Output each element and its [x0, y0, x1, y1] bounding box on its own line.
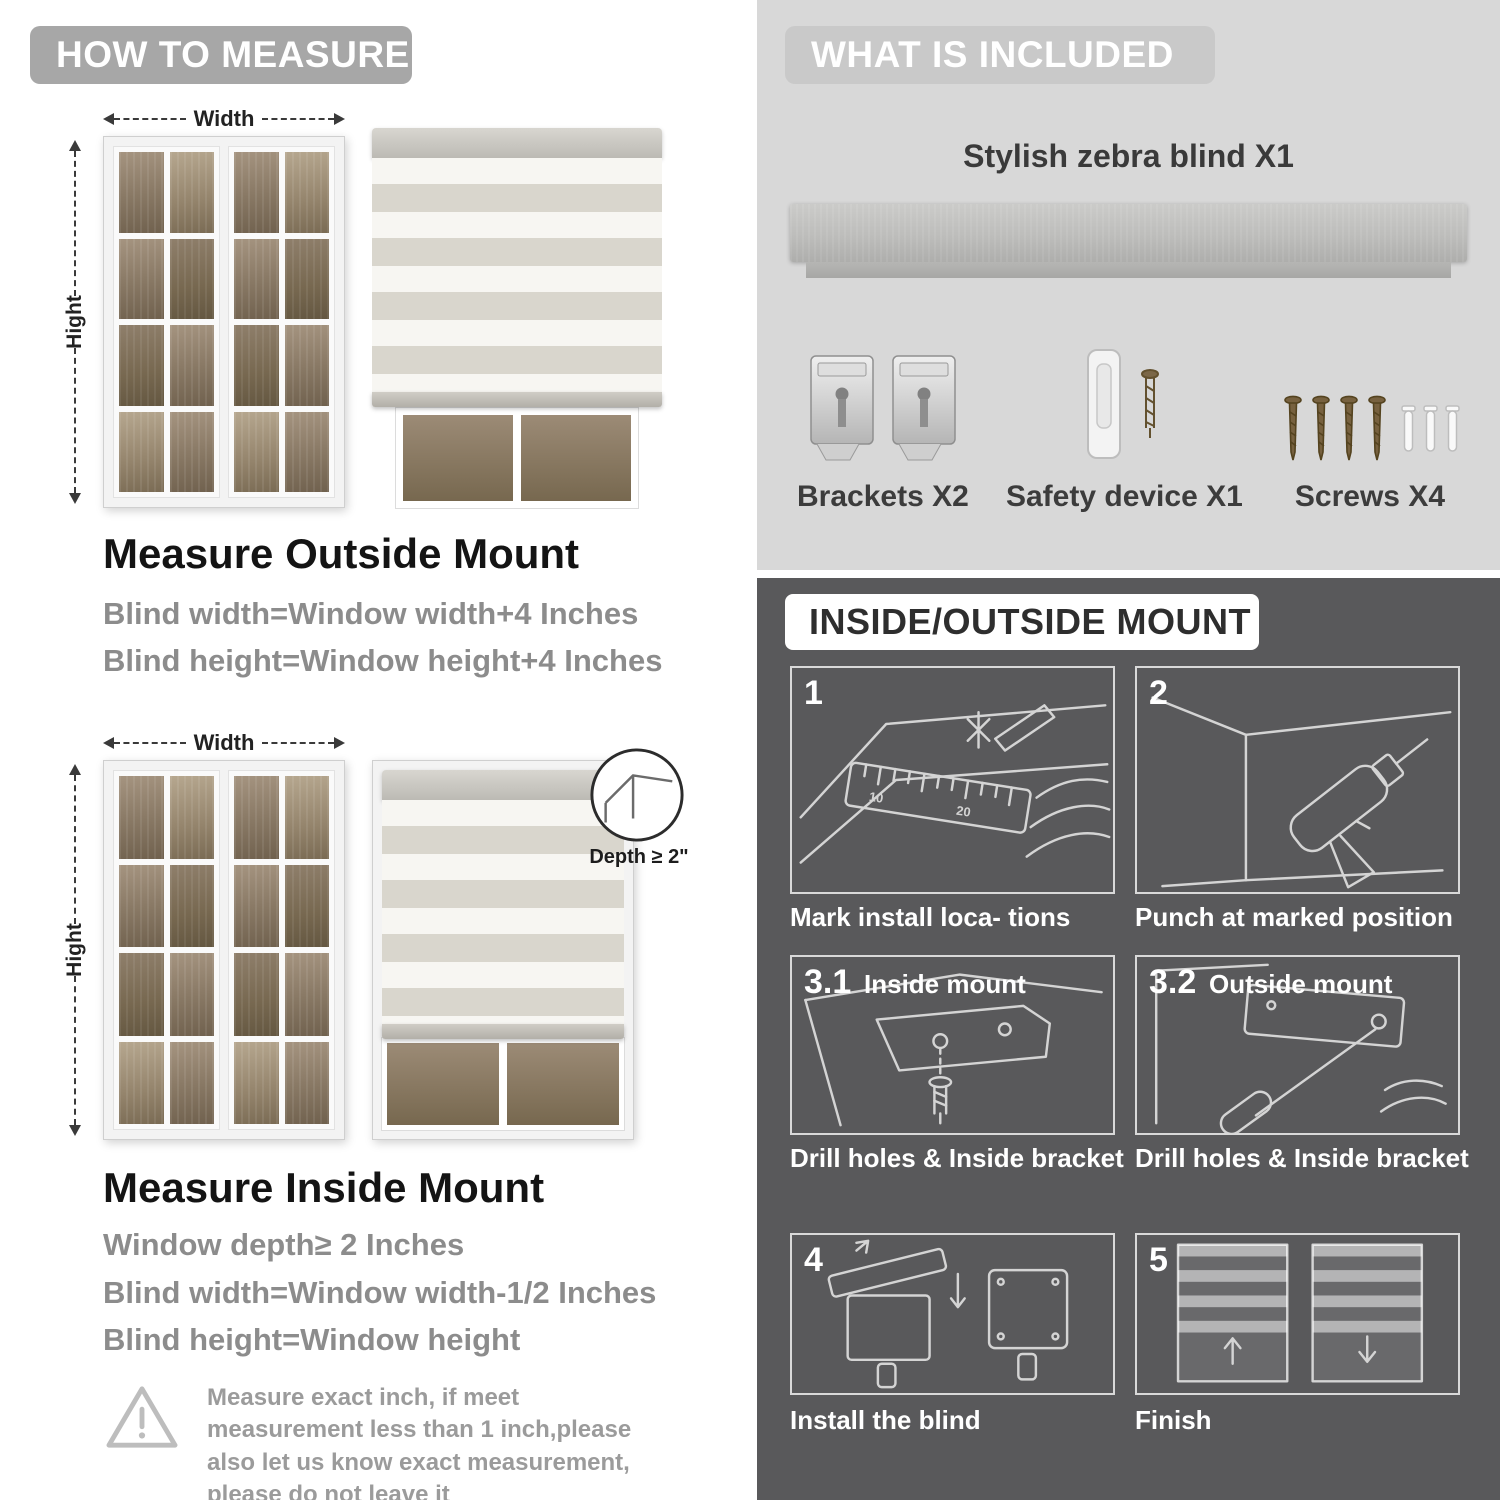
safety-device-icon: [1087, 349, 1160, 459]
step-title: Inside mount: [864, 969, 1026, 999]
step-4-illustration: [827, 1239, 1069, 1389]
blind-bottom-rail: [372, 392, 662, 407]
outside-blind-illustration: [372, 128, 662, 509]
arrow-right-icon: [334, 113, 346, 125]
window-sash: [228, 770, 335, 1130]
step-number: 4: [804, 1241, 823, 1279]
blind-fabric-stripes: [372, 158, 662, 392]
svg-text:10: 10: [868, 789, 884, 806]
inside-width-arrow: Width: [103, 730, 346, 756]
step-caption-3-1: Drill holes & Inside bracket: [790, 1143, 1124, 1173]
outside-window-illustration: [103, 136, 345, 508]
step-panel-3-1: 3.1 Inside mount: [790, 955, 1115, 1135]
inside-height-arrow: Hight: [62, 764, 88, 1136]
step-panel-4: 4: [790, 1233, 1115, 1395]
inside-blind-illustration: [372, 760, 634, 1140]
window-under-blind: [381, 1037, 625, 1131]
screws-label: Screws X4: [1294, 480, 1446, 513]
outside-height-label: Hight: [63, 295, 86, 349]
step-3-2-illustration: [1154, 963, 1447, 1133]
inside-window-illustration: [103, 760, 345, 1140]
mount-guide-header-pill: INSIDE/OUTSIDE MOUNT: [785, 594, 1259, 650]
safety-device-label: Safety device X1: [1005, 480, 1243, 513]
measurement-note-text: Measure exact inch, if meet measurement …: [207, 1384, 632, 1500]
screws-item: Screws X4: [1280, 392, 1460, 514]
zebra-blind-headrail-image: [790, 204, 1467, 278]
how-to-measure-title: HOW TO MEASURE: [56, 34, 410, 75]
brackets-icon: [810, 355, 956, 461]
step-caption-1: Mark install loca- tions: [790, 902, 1071, 932]
what-is-included-section: WHAT IS INCLUDED Stylish zebra blind X1: [757, 0, 1500, 570]
window-sash: [228, 146, 335, 498]
outside-mount-rule-1: Blind width=Window width+4 Inches: [103, 596, 639, 631]
depth-label: Depth ≥ 2": [589, 846, 689, 868]
outside-mount-heading: Measure Outside Mount: [103, 530, 580, 577]
how-to-measure-header-pill: HOW TO MEASURE: [30, 26, 412, 84]
step-caption-2: Punch at marked position: [1135, 902, 1453, 932]
depth-circle-icon: [590, 748, 684, 842]
arrow-right-icon: [334, 737, 346, 749]
brackets-label: Brackets X2: [797, 480, 969, 513]
arrow-up-icon: [69, 140, 81, 151]
step-caption-3-2: Drill holes & Inside bracket: [1135, 1143, 1469, 1173]
step-3-1-illustration: [804, 973, 1103, 1127]
outside-width-arrow: Width: [103, 106, 346, 132]
step-panel-2: 2: [1135, 666, 1460, 894]
arrow-down-icon: [69, 1125, 81, 1136]
window-under-blind: [395, 407, 639, 509]
depth-callout: [588, 746, 686, 844]
included-items: Brackets X2 Safety device X1: [797, 336, 1460, 514]
step-1-illustration: 10 20: [799, 704, 1111, 864]
outside-height-arrow: Hight: [62, 140, 88, 504]
inside-mount-rule-3: Blind height=Window height: [103, 1322, 521, 1357]
blind-cassette: [372, 128, 662, 158]
step-title: Outside mount: [1209, 969, 1393, 999]
safety-device-item: Safety device X1: [1006, 346, 1243, 514]
step-panel-3-2: 3.2 Outside mount: [1135, 955, 1460, 1135]
brackets-item: Brackets X2: [797, 352, 969, 514]
inside-mount-heading: Measure Inside Mount: [103, 1164, 545, 1211]
step-panel-5: 5: [1135, 1233, 1460, 1395]
warning-icon: [106, 1386, 178, 1448]
step-number: 3.1: [804, 963, 852, 1001]
step-number: 5: [1149, 1241, 1168, 1279]
arrow-up-icon: [69, 764, 81, 775]
step-caption-4: Install the blind: [790, 1405, 981, 1435]
outside-width-label: Width: [193, 106, 255, 131]
step-number: 3.2: [1149, 963, 1197, 1001]
step-number: 1: [804, 674, 823, 712]
step-5-illustration: [1176, 1243, 1424, 1383]
what-is-included-header-pill: WHAT IS INCLUDED: [785, 26, 1215, 84]
step-number: 2: [1149, 674, 1168, 712]
blind-bottom-rail: [382, 1024, 624, 1039]
step-caption-5: Finish: [1135, 1405, 1212, 1435]
blind-fabric-stripes: [382, 800, 624, 1024]
screws-icon: [1284, 395, 1460, 461]
mount-guide-title: INSIDE/OUTSIDE MOUNT: [809, 601, 1252, 642]
zebra-blind-label: Stylish zebra blind X1: [963, 138, 1294, 174]
measurement-note: Measure exact inch, if meet measurement …: [103, 1382, 672, 1500]
blind-cassette: [382, 770, 624, 800]
outside-mount-rule-2: Blind height=Window height+4 Inches: [103, 643, 663, 678]
inside-mount-rule-2: Blind width=Window width-1/2 Inches: [103, 1275, 657, 1310]
inside-height-label: Hight: [63, 923, 86, 977]
step-2-illustration: [1151, 696, 1452, 889]
arrow-left-icon: [103, 113, 114, 125]
what-is-included-title: WHAT IS INCLUDED: [811, 34, 1174, 75]
svg-text:20: 20: [955, 803, 971, 820]
mount-guide-section: INSIDE/OUTSIDE MOUNT 1 10 20 Mark instal…: [757, 578, 1500, 1500]
inside-mount-rule-1: Window depth≥ 2 Inches: [103, 1227, 465, 1262]
window-sash: [113, 146, 220, 498]
arrow-down-icon: [69, 493, 81, 504]
arrow-left-icon: [103, 737, 114, 749]
inside-width-label: Width: [193, 730, 255, 755]
window-sash: [113, 770, 220, 1130]
step-panel-1: 1 10 20: [790, 666, 1115, 894]
